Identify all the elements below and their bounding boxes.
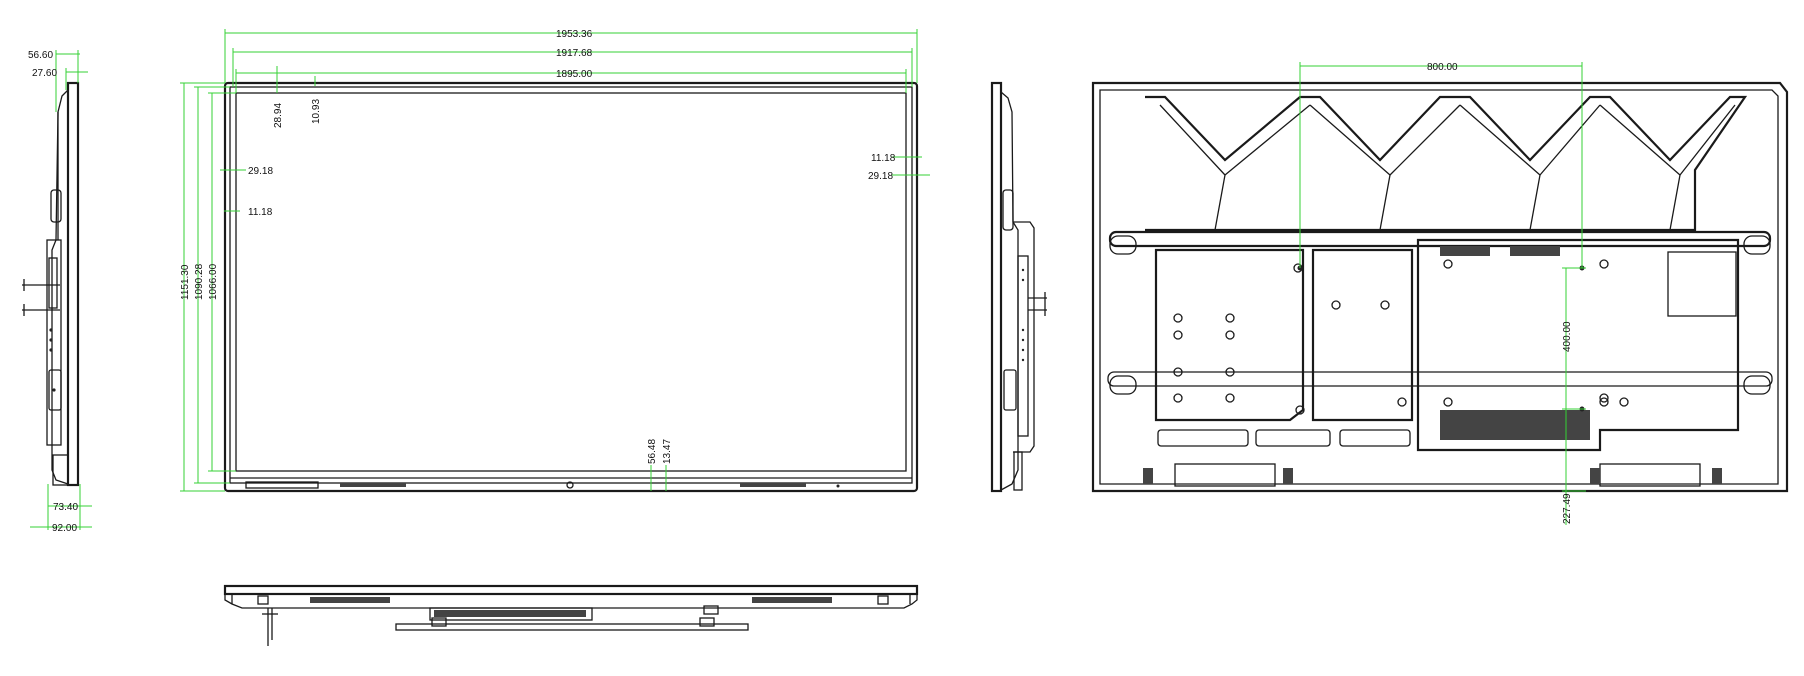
bottom-view	[223, 584, 919, 646]
rear-view: 800.00 400.00 227.49	[1091, 62, 1789, 525]
dim-overall-width: 1953.36	[556, 29, 593, 40]
dim-vesa-vertical: 400.00	[1562, 321, 1573, 352]
dim-depth-top-inner: 27.60	[32, 68, 57, 79]
dim-inner-width: 1917.68	[556, 48, 593, 59]
right-side-view	[990, 81, 1047, 493]
front-view: 1953.36 1917.68 1895.00 28.94 10.93 1151…	[180, 29, 930, 493]
dim-bottom-offset-outer: 56.48	[647, 439, 658, 464]
dim-top-offset-inner: 10.93	[311, 99, 322, 124]
dim-top-offset-outer: 28.94	[273, 103, 284, 128]
dim-screen-width: 1895.00	[556, 69, 593, 80]
dim-inner-height: 1090.28	[194, 263, 205, 300]
left-side-view: 56.60 27.60 73.40 92.00	[22, 50, 92, 534]
dim-depth-top-outer: 56.60	[28, 50, 53, 61]
dim-left-offset-inner: 11.18	[248, 207, 273, 218]
dim-vesa-bottom-offset: 227.49	[1562, 493, 1573, 524]
dim-right-offset-outer: 29.18	[868, 171, 893, 182]
dim-overall-height: 1151.30	[180, 264, 191, 300]
dim-screen-height: 1066.00	[208, 263, 219, 300]
dim-depth-bottom-inner: 73.40	[53, 502, 78, 513]
dim-bottom-offset-inner: 13.47	[662, 439, 673, 464]
dim-depth-bottom-outer: 92.00	[52, 523, 77, 534]
dim-vesa-horizontal: 800.00	[1427, 62, 1458, 73]
dim-right-offset-inner: 11.18	[871, 153, 896, 164]
dim-left-offset-outer: 29.18	[248, 166, 273, 177]
